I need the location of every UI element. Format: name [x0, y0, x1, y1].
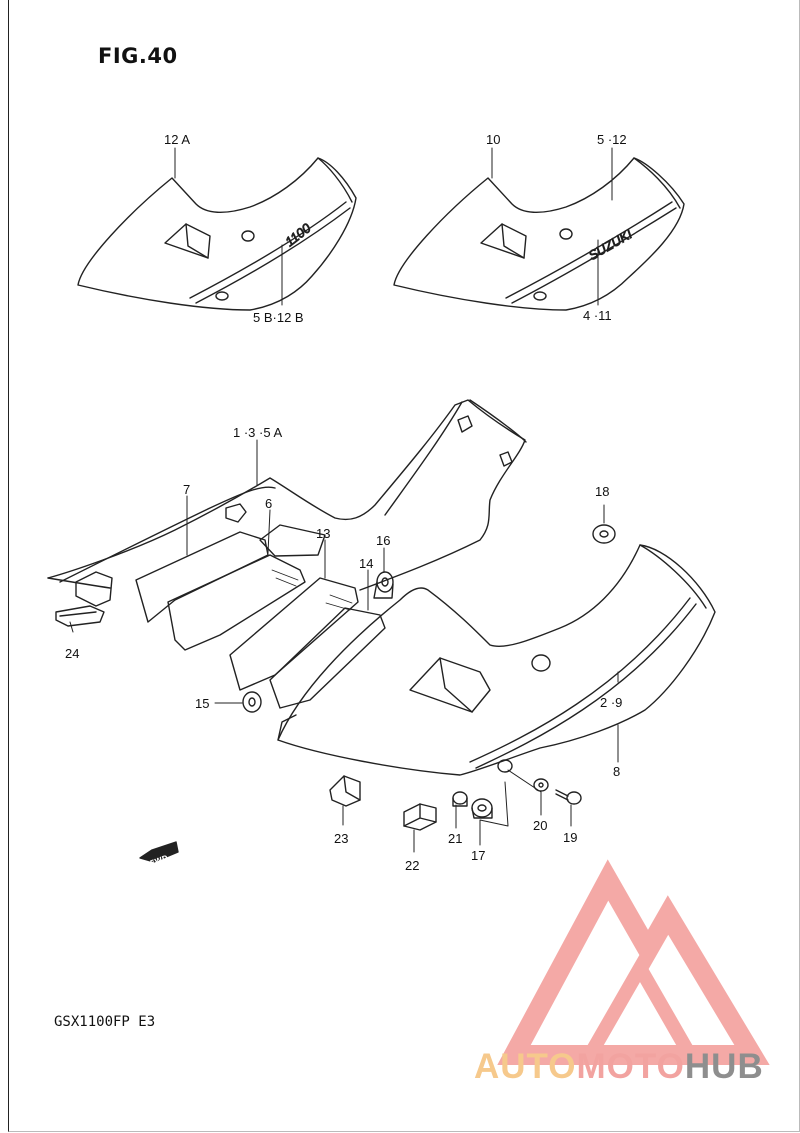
watermark-part-hub: HUB [684, 1047, 764, 1086]
cushion-22 [403, 803, 437, 831]
screw-19 [555, 789, 582, 805]
callout-12a: 12 A [164, 132, 190, 147]
callout-19: 19 [563, 830, 577, 845]
frame-cover-left-top [77, 157, 357, 311]
callout-5b-12b: 5 B·12 B [253, 310, 304, 325]
callout-15: 15 [195, 696, 209, 711]
grommet-17 [471, 798, 493, 819]
cushion-15 [242, 691, 262, 713]
callout-20: 20 [533, 818, 547, 833]
grommet-16 [373, 571, 394, 599]
figure-title: FIG.40 [98, 44, 178, 68]
grommet-18 [592, 524, 616, 544]
frame-cover-right-top [393, 157, 685, 311]
callout-labels: 12 A 5 B·12 B 10 5 ·12 4 ·11 1 ·3 ·5 A 7… [65, 132, 627, 873]
cushion-23 [329, 775, 361, 807]
automotohub-logo-icon [497, 859, 770, 1065]
inner-panel-14 [269, 607, 386, 709]
watermark-part-moto: MOTO [576, 1047, 685, 1086]
callout-6: 6 [265, 496, 272, 511]
frame-cover-main [47, 399, 527, 607]
callout-4-11: 4 ·11 [583, 308, 612, 323]
callout-5-12: 5 ·12 [597, 132, 627, 147]
washer-20 [533, 778, 549, 792]
callout-21: 21 [448, 831, 462, 846]
model-code: GSX1100FP E3 [54, 1014, 156, 1030]
watermark-text: AUTOMOTOHUB [474, 1047, 764, 1087]
inner-panel-6 [167, 554, 306, 651]
callout-8: 8 [613, 764, 620, 779]
leader-lines [69, 147, 619, 853]
frame-cover-lower-front [277, 544, 716, 776]
callout-13: 13 [316, 526, 330, 541]
callout-17: 17 [471, 848, 485, 863]
callout-22: 22 [405, 858, 419, 873]
callout-18: 18 [595, 484, 609, 499]
watermark-part-auto: AUTO [474, 1047, 577, 1086]
fwd-arrow-icon [139, 841, 179, 863]
callout-2-9: 2 ·9 [600, 695, 622, 710]
callout-14: 14 [359, 556, 373, 571]
callout-24: 24 [65, 646, 79, 661]
clip-24 [55, 605, 105, 627]
decal-suzuki: SUZUKI [586, 226, 635, 263]
callout-7: 7 [183, 482, 190, 497]
callout-10: 10 [486, 132, 500, 147]
callout-16: 16 [376, 533, 390, 548]
inner-panel-7 [135, 531, 269, 623]
callout-1-3-5a: 1 ·3 ·5 A [233, 425, 282, 440]
collar-21 [452, 791, 468, 807]
callout-23: 23 [334, 831, 348, 846]
